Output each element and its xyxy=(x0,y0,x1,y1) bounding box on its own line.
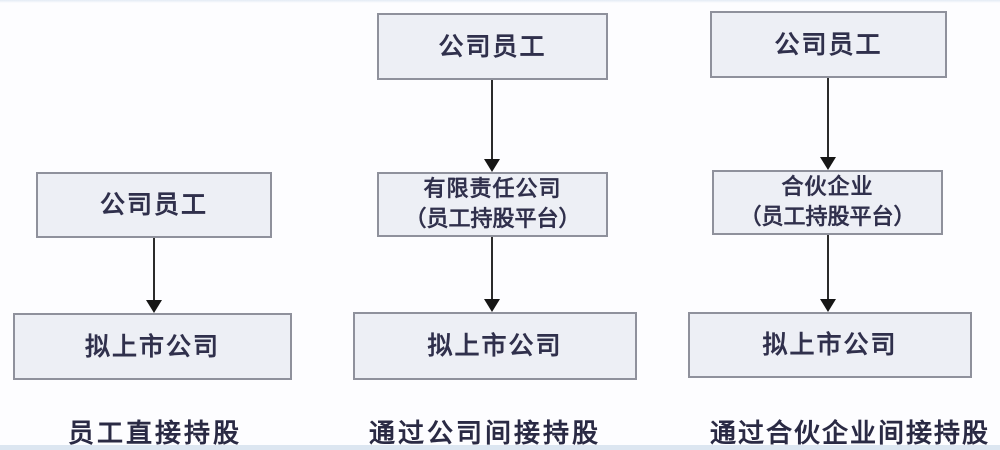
arrow-shaft xyxy=(827,78,829,157)
flow-node-label: 公司员工 xyxy=(438,31,547,61)
flow-node-label: 拟上市公司 xyxy=(762,330,898,359)
flow-node-label: 拟上市公司 xyxy=(427,331,563,360)
flow-node-label: 拟上市公司 xyxy=(84,331,220,361)
flow-node-label: 公司员工 xyxy=(99,190,208,219)
down-arrow-connector xyxy=(819,78,837,170)
arrow-shaft xyxy=(491,80,493,159)
down-arrowhead-icon xyxy=(820,157,836,170)
flow-node-partnership-platform: 合伙企业 （员工持股平台） xyxy=(712,170,943,235)
down-arrowhead-icon xyxy=(820,299,836,312)
flow-node-employees-col1: 公司员工 xyxy=(36,172,272,238)
flow-node-label: 公司员工 xyxy=(774,29,883,59)
down-arrowhead-icon xyxy=(484,159,500,172)
down-arrow-connector xyxy=(483,237,501,312)
down-arrow-connector xyxy=(145,238,163,313)
flow-node-listed-company-col3: 拟上市公司 xyxy=(688,312,972,378)
flow-node-employees-col3: 公司员工 xyxy=(710,11,947,78)
arrow-shaft xyxy=(491,237,493,299)
arrow-shaft xyxy=(827,235,829,299)
down-arrow-connector xyxy=(483,80,501,172)
column-caption-via-company: 通过公司间接持股 xyxy=(368,419,601,449)
flow-node-llc-platform: 有限责任公司 （员工持股平台） xyxy=(377,172,608,237)
flow-node-listed-company-col2: 拟上市公司 xyxy=(353,312,637,380)
flow-node-listed-company-col1: 拟上市公司 xyxy=(13,313,292,380)
column-caption-direct: 员工直接持股 xyxy=(67,419,242,449)
down-arrowhead-icon xyxy=(146,300,162,313)
column-caption-via-partnership: 通过合伙企业间接持股 xyxy=(709,419,990,449)
flow-node-sublabel: （员工持股平台） xyxy=(739,204,916,230)
flow-node-label: 合伙企业 xyxy=(781,174,874,200)
flow-node-sublabel: （员工持股平台） xyxy=(404,206,581,232)
arrow-shaft xyxy=(153,238,155,300)
down-arrow-connector xyxy=(819,235,837,312)
flow-node-label: 有限责任公司 xyxy=(423,176,562,202)
down-arrowhead-icon xyxy=(484,299,500,312)
flow-node-employees-col2: 公司员工 xyxy=(377,13,608,80)
